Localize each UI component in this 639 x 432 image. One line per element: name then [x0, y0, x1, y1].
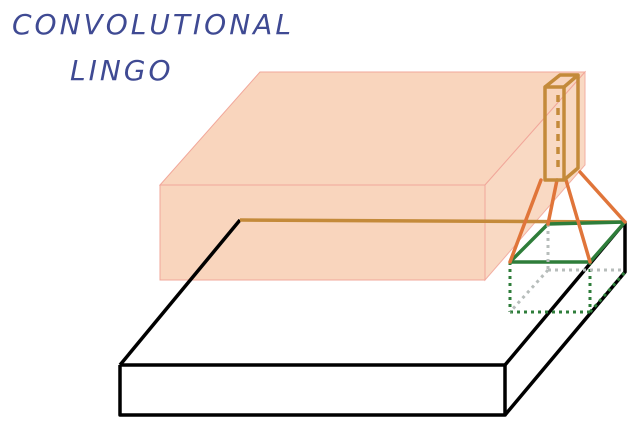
diagram-title-line-2: LINGO: [70, 54, 174, 87]
diagram-title-line-1: CONVOLUTIONAL: [12, 8, 294, 41]
output-volume: [158, 70, 587, 282]
input-volume-right-face: [503, 220, 627, 417]
input-volume-back-edge-top: [239, 218, 626, 224]
output-volume-side-face: [484, 70, 586, 282]
projection-lines: [508, 170, 627, 264]
output-depth-column: [543, 73, 580, 182]
input-volume-front-face: [118, 363, 507, 417]
input-volume-back-edge-left: [118, 218, 242, 367]
receptive-field: [508, 220, 627, 314]
input-volume: [118, 218, 627, 417]
output-volume-front-face: [159, 184, 486, 281]
